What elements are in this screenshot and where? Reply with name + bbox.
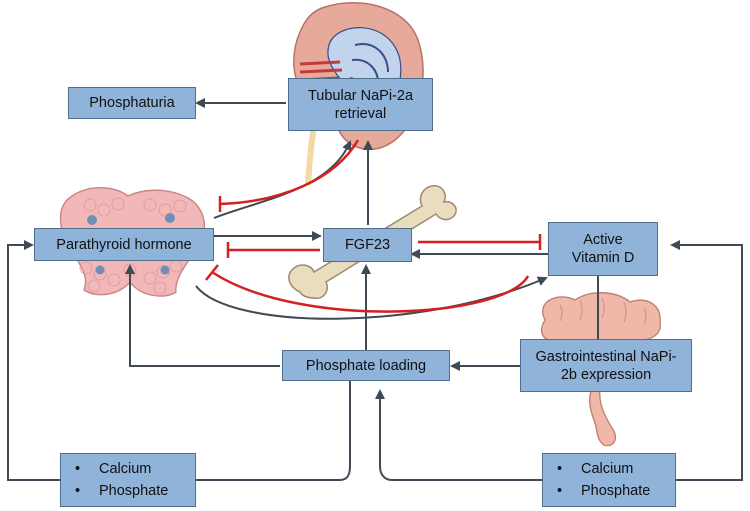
intestine-illustration [540,292,661,447]
left-minerals-phosphate: Phosphate [75,480,168,502]
phosphate-loading-label: Phosphate loading [305,357,427,374]
arrow-right-minerals-to-vitd [670,240,743,481]
inhibit-bar-pth-bottom [205,264,219,281]
napi2b-box: Gastrointestinal NaPi-2b expression [520,339,692,392]
pth-box: Parathyroid hormone [34,228,214,261]
left-minerals-box: Calcium Phosphate [60,453,196,507]
right-minerals-calcium: Calcium [557,458,650,480]
inhibit-napi2a-to-pth [219,139,360,206]
phosphate-loading-box: Phosphate loading [282,350,450,381]
inhibit-vitd-to-pth [211,270,530,313]
vitd-label: Active Vitamin D [571,232,635,266]
phosphaturia-label: Phosphaturia [89,95,175,111]
arrow-right-minerals-to-loading [375,389,542,481]
left-minerals-calcium: Calcium [75,458,168,480]
right-minerals-phosphate: Phosphate [557,480,650,502]
arrow-pth-to-napi2a [213,140,352,219]
arrow-pth-to-vitd [195,276,548,320]
arrow-loading-to-pth [125,264,280,367]
line-left-minerals-to-loading [196,381,351,481]
right-minerals-box: Calcium Phosphate [542,453,676,507]
right-minerals-list: Calcium Phosphate [557,458,650,502]
left-minerals-list: Calcium Phosphate [75,458,168,502]
vitd-box: Active Vitamin D [548,222,658,276]
fgf23-box: FGF23 [323,228,412,262]
phosphaturia-box: Phosphaturia [68,87,196,119]
napi2a-box: Tubular NaPi-2a retrieval [288,78,433,131]
napi2a-label: Tubular NaPi-2a retrieval [307,87,414,122]
arrow-left-minerals-to-pth [7,240,60,481]
pth-label: Parathyroid hormone [56,236,192,253]
napi2b-label: Gastrointestinal NaPi-2b expression [535,348,677,383]
fgf23-label: FGF23 [344,237,391,253]
